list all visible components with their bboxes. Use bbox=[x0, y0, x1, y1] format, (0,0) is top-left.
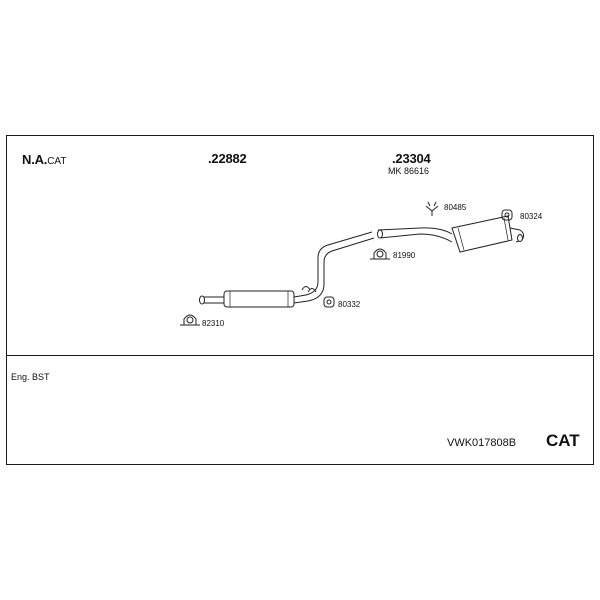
part-number-front: .22882 bbox=[208, 151, 247, 166]
mid-pipe bbox=[293, 231, 373, 298]
mk-reference: MK 86616 bbox=[388, 166, 430, 176]
front-silencer bbox=[223, 290, 295, 308]
variant-main: N.A. bbox=[22, 152, 48, 167]
rear-silencer bbox=[451, 215, 513, 253]
rubber-mount-icon-mid bbox=[323, 296, 335, 308]
section-divider bbox=[7, 355, 593, 356]
rubber-mount-icon-rear bbox=[501, 209, 513, 221]
rear-intermediate-pipe bbox=[377, 227, 453, 243]
clamp-icon-mid bbox=[370, 248, 390, 260]
diagram-frame bbox=[6, 135, 594, 465]
part-label-rubber-mid: 80332 bbox=[338, 300, 361, 309]
variant-label: N.A.CAT bbox=[22, 151, 66, 169]
part-label-rubber-rear: 80324 bbox=[520, 212, 543, 221]
part-label-clamp-mid: 81990 bbox=[393, 251, 416, 260]
type-label: CAT bbox=[546, 431, 580, 450]
rear-pipe-flange bbox=[377, 229, 383, 239]
hanger-icon-rear bbox=[425, 201, 439, 216]
part-number-rear: .23304 bbox=[392, 151, 431, 166]
engine-label: Eng. BST bbox=[11, 372, 50, 382]
variant-suffix: CAT bbox=[47, 156, 67, 167]
part-label-hanger-rear: 80485 bbox=[444, 203, 467, 212]
front-pipe-flange bbox=[199, 295, 205, 305]
kit-code: VWK017808B bbox=[447, 437, 517, 449]
part-label-clamp-front: 82310 bbox=[202, 319, 225, 328]
hanger-mid bbox=[301, 286, 317, 293]
clamp-icon-front bbox=[180, 314, 200, 326]
